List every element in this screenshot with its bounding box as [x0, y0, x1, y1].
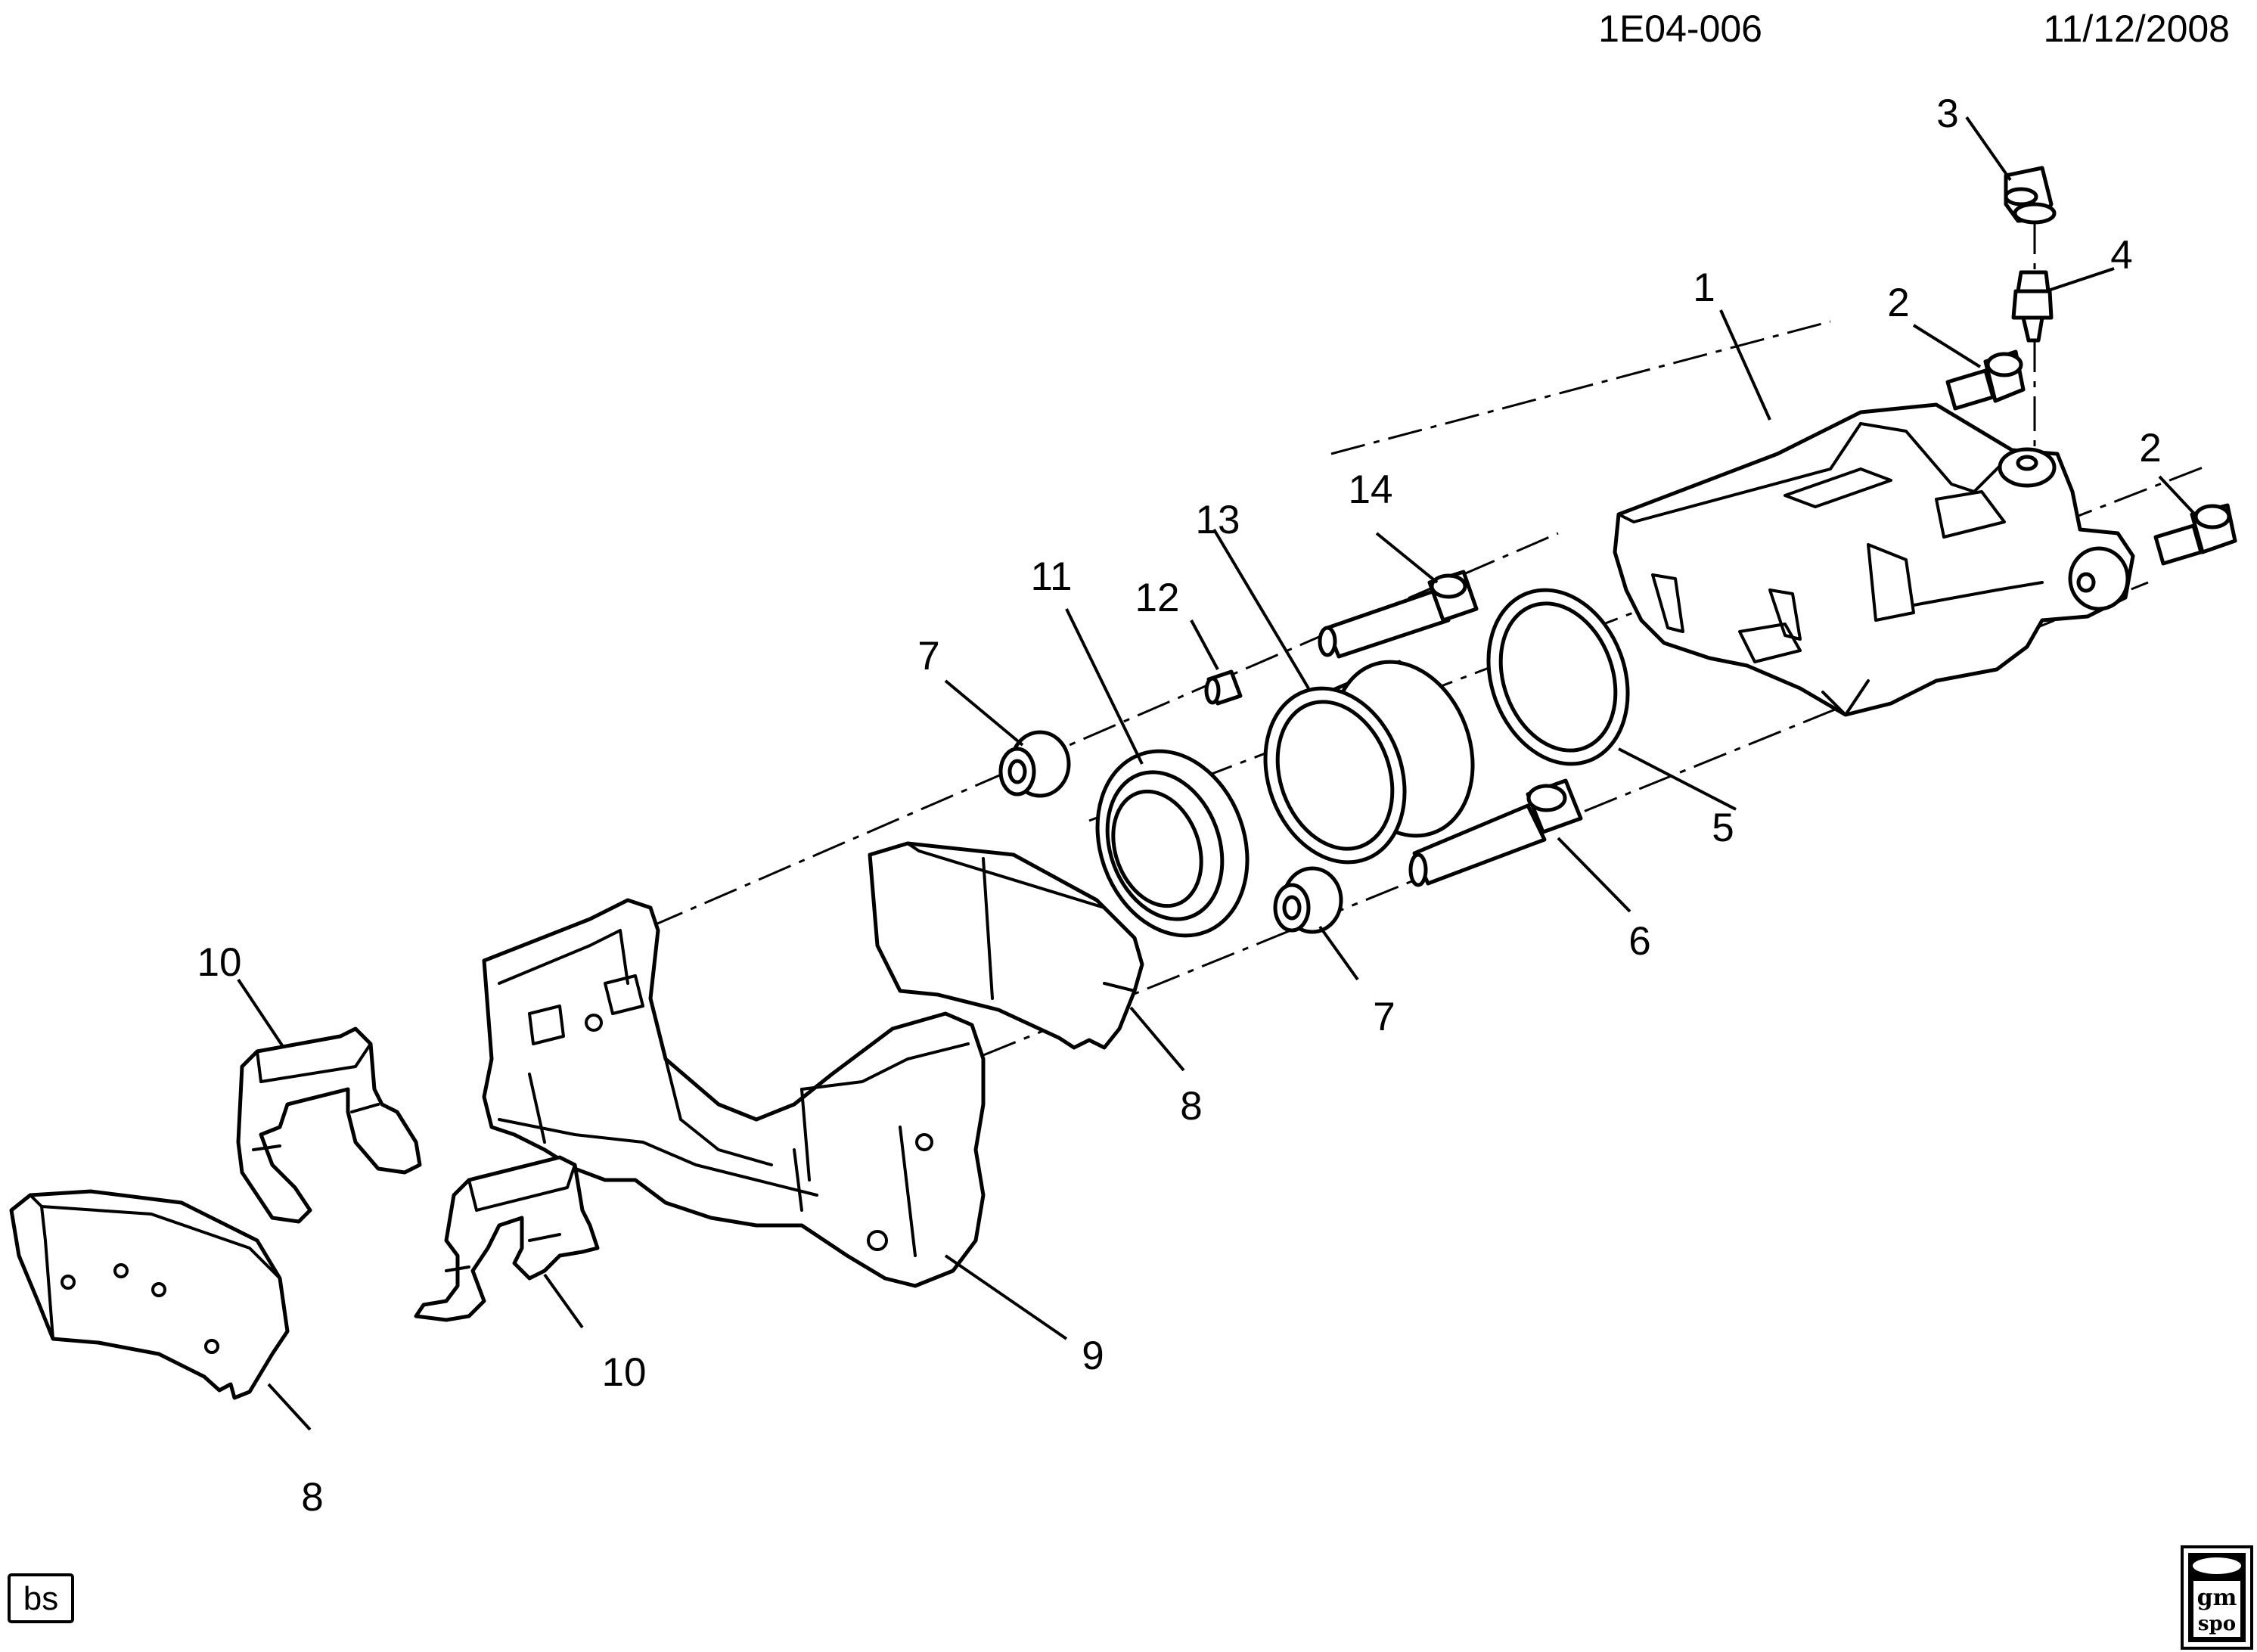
bushing [1204, 669, 1243, 706]
callout-2-upper: 2 [1887, 281, 1909, 325]
callout-12: 12 [1135, 576, 1180, 620]
callout-8-middle: 8 [1180, 1084, 1202, 1129]
callout-10-left: 10 [197, 940, 242, 985]
callout-7-lower: 7 [1373, 995, 1395, 1039]
caliper-bolt-upper [1945, 349, 2026, 411]
callout-7-upper: 7 [917, 634, 939, 678]
guide-pin-boot-upper [998, 730, 1071, 798]
caliper-piston [1263, 660, 1475, 865]
diagram-date: 11/12/2008 [2043, 8, 2230, 50]
piston-dust-boot [1095, 749, 1250, 938]
callout-9: 9 [1082, 1334, 1104, 1378]
guide-pin-bolt-upper [1318, 570, 1479, 659]
callout-labels: 1 2 2 3 4 5 6 7 7 8 8 9 10 10 11 12 13 1… [197, 92, 2162, 1520]
brake-pad-inner [868, 841, 1144, 1050]
callout-14: 14 [1349, 467, 1393, 512]
guide-pin-boot-lower [1273, 866, 1343, 934]
piston-seal [1486, 588, 1630, 766]
caliper-housing [1613, 402, 2135, 717]
callout-5: 5 [1712, 806, 1734, 850]
callout-13: 13 [1196, 498, 1240, 542]
corner-label: bs [23, 1580, 58, 1617]
callout-2-right: 2 [2139, 426, 2161, 470]
logo-text-spo: spo [2198, 1613, 2236, 1635]
callout-6: 6 [1628, 919, 1650, 964]
diagram-code: 1E04-006 [1598, 8, 1762, 50]
gm-spo-logo: gm spo [2181, 1545, 2253, 1650]
callout-10-lower: 10 [602, 1350, 647, 1395]
callout-leader-lines [237, 116, 2195, 1431]
pad-clip-left [236, 1026, 422, 1224]
corner-label-box: bs [8, 1573, 74, 1623]
callout-4: 4 [2110, 233, 2132, 278]
logo-text-gm: gm [2197, 1585, 2237, 1611]
pad-clip-lower [414, 1155, 600, 1322]
callout-11: 11 [1030, 554, 1072, 599]
caliper-bolt-right [2153, 503, 2237, 566]
callout-1: 1 [1693, 266, 1715, 310]
bleeder-cap [2004, 166, 2057, 225]
bleeder-valve [2011, 270, 2054, 343]
guide-pin-bolt [1408, 778, 1583, 887]
callout-3: 3 [1936, 92, 1958, 136]
brake-pad-outer [9, 1189, 290, 1400]
callout-8-lower: 8 [301, 1475, 323, 1520]
